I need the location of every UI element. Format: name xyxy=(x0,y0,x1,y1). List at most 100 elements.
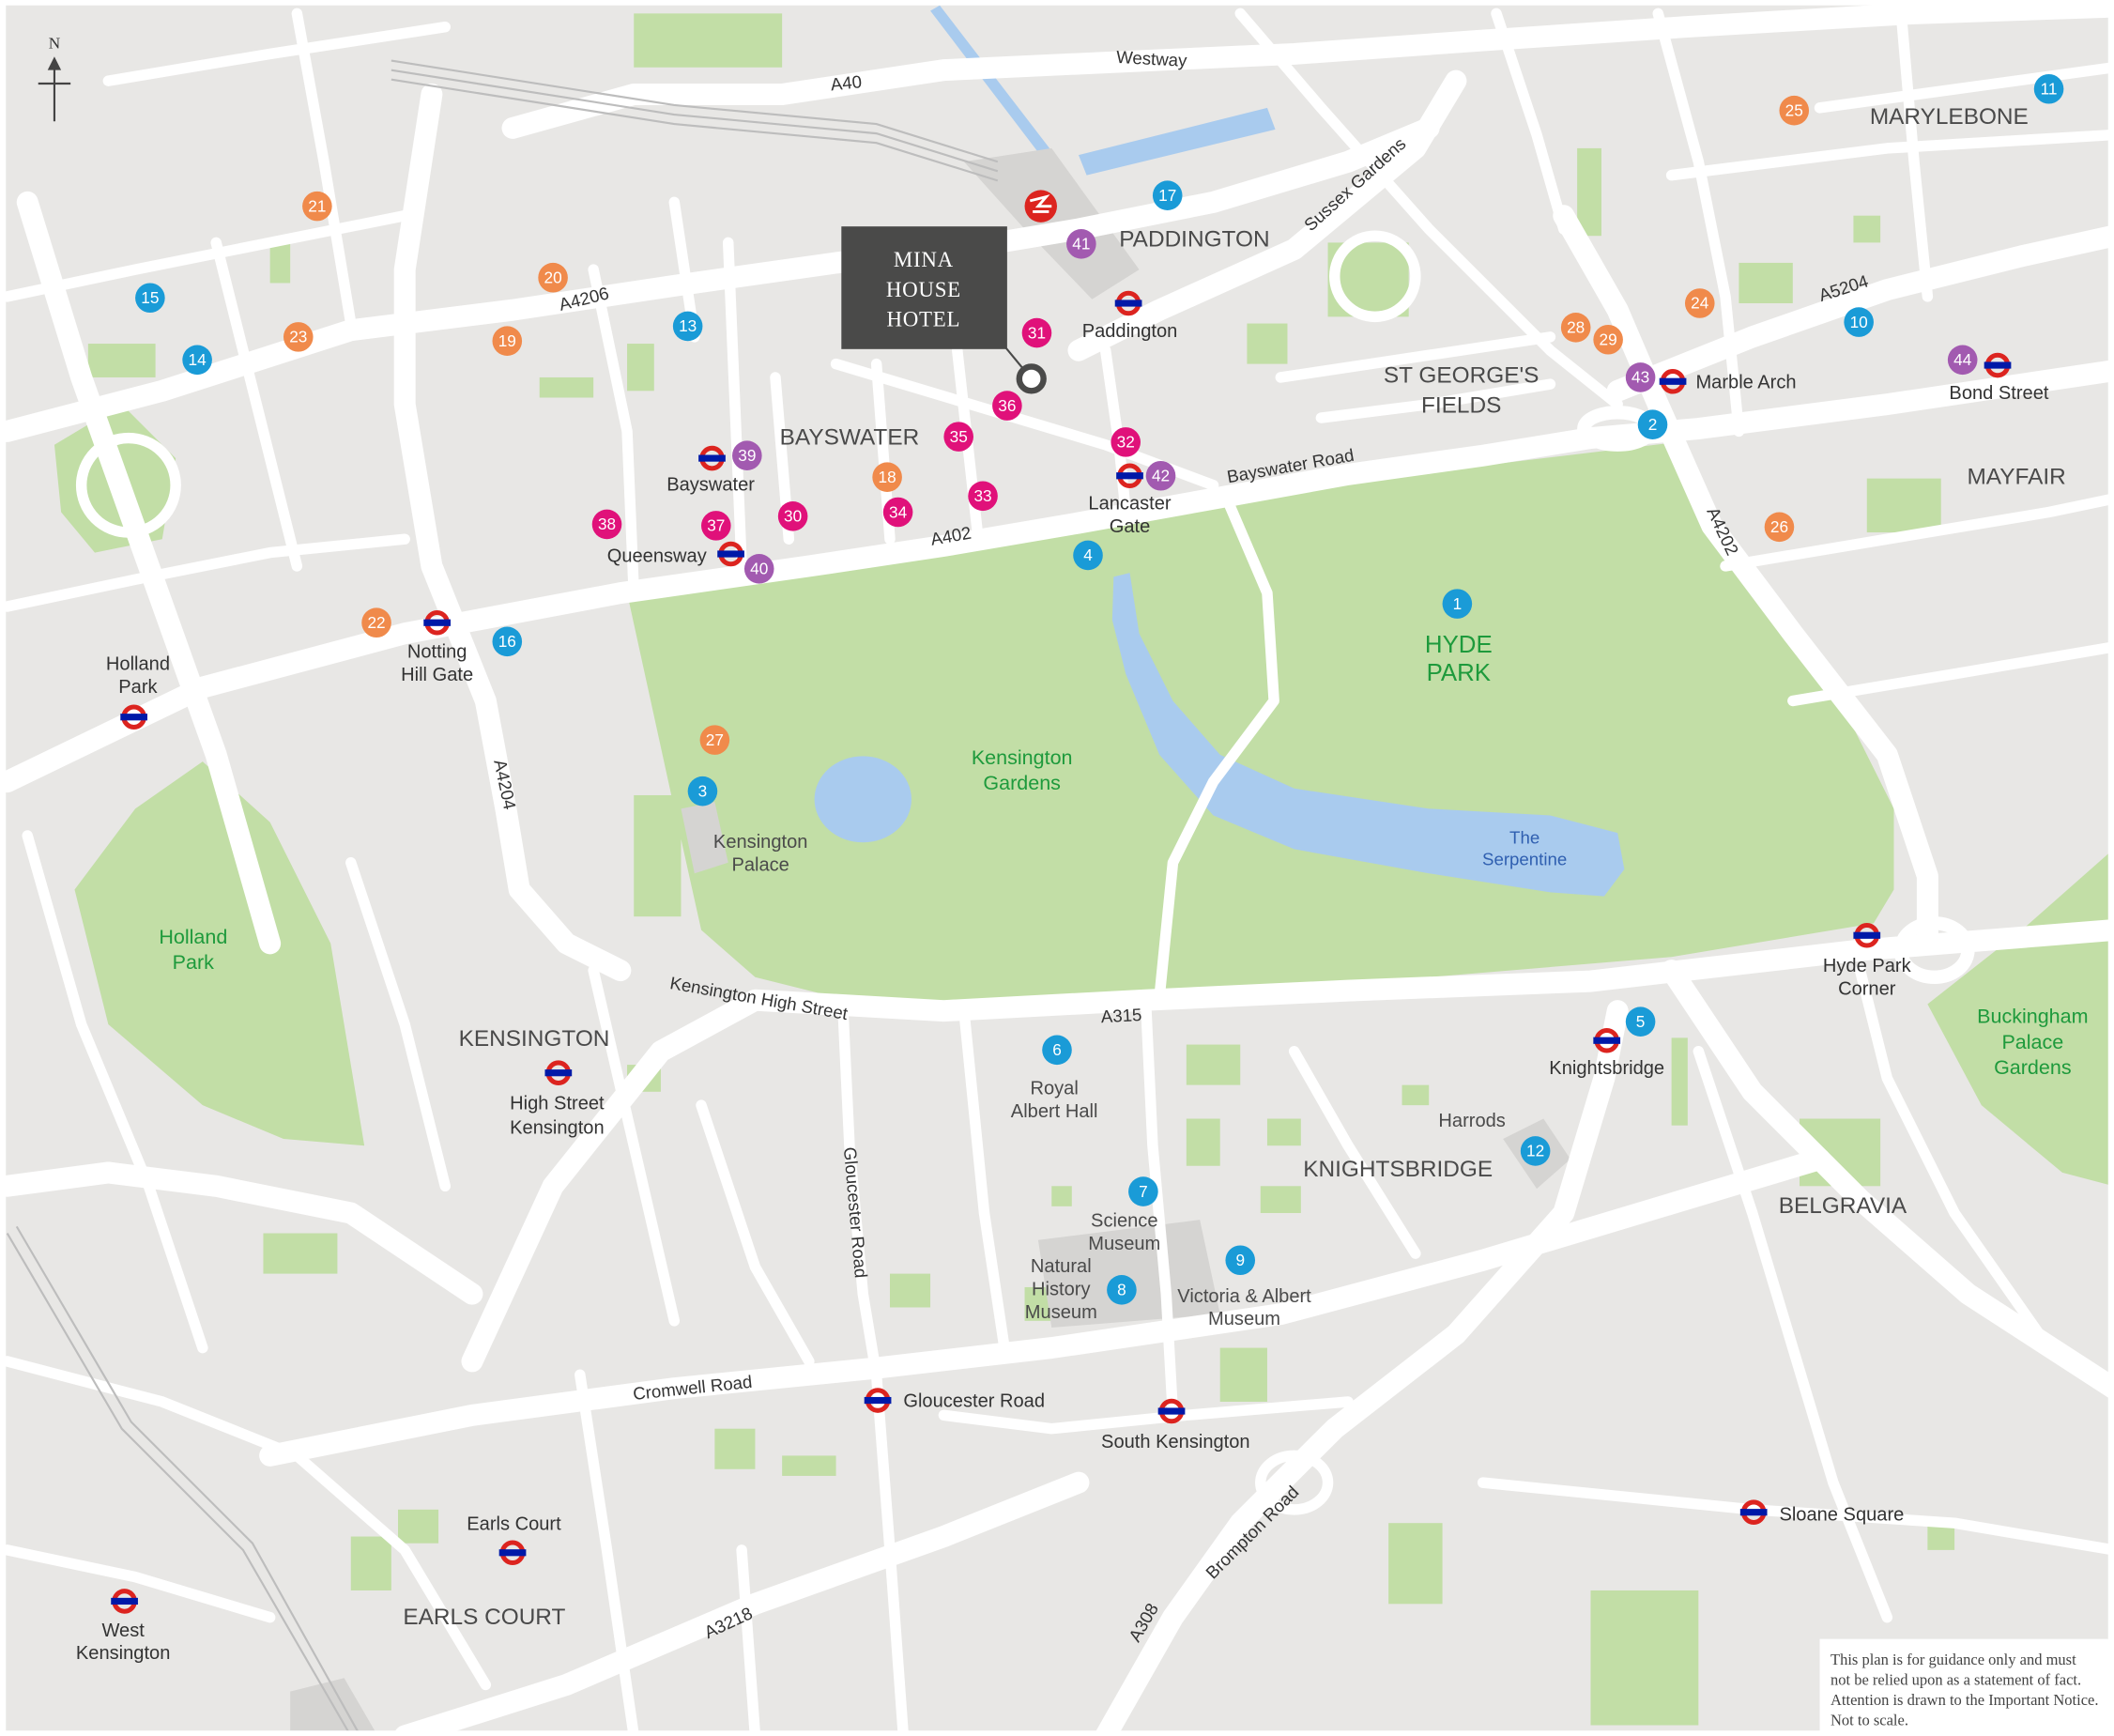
station-label-bayswater: Bayswater xyxy=(666,475,755,496)
marker-13[interactable]: 13 xyxy=(672,311,703,342)
marker-3[interactable]: 3 xyxy=(687,776,718,807)
tube-west-kensington[interactable] xyxy=(111,1589,138,1614)
marker-circle xyxy=(992,391,1022,421)
marker-7[interactable]: 7 xyxy=(1128,1176,1158,1206)
marker-40[interactable]: 40 xyxy=(743,554,774,584)
kensington-palace-building xyxy=(681,802,728,874)
marker-20[interactable]: 20 xyxy=(538,262,568,293)
hotel-name-line2: HOUSE xyxy=(886,278,961,301)
tube-queensway[interactable] xyxy=(717,541,744,567)
water-label-the: The xyxy=(1509,828,1540,848)
marker-19[interactable]: 19 xyxy=(492,326,523,356)
hotel-callout[interactable]: MINA HOUSE HOTEL xyxy=(841,226,1047,394)
marker-34[interactable]: 34 xyxy=(882,497,913,528)
road-queens-gate xyxy=(1141,998,1179,1421)
marker-26[interactable]: 26 xyxy=(1764,512,1795,543)
station-label-notting: Notting xyxy=(407,642,467,663)
museum-buildings xyxy=(1037,1220,1220,1329)
marker-44[interactable]: 44 xyxy=(1947,345,1978,376)
marker-11[interactable]: 11 xyxy=(2033,73,2064,104)
station-label-knightsbridge: Knightsbridge xyxy=(1549,1058,1664,1079)
road-north-east-2 xyxy=(1665,129,2114,181)
tube-earls-court[interactable] xyxy=(498,1540,527,1566)
marker-28[interactable]: 28 xyxy=(1560,313,1591,343)
tube-hyde-park-corner[interactable] xyxy=(1853,922,1881,948)
road-east-knightsbridge xyxy=(1661,960,2114,1400)
roundabout-sussex xyxy=(1328,230,1421,323)
tube-bar-icon xyxy=(1157,1407,1186,1415)
marker-16[interactable]: 16 xyxy=(492,626,523,657)
tube-notting-hill-gate[interactable] xyxy=(423,609,451,636)
water-labels: The Serpentine xyxy=(1482,828,1567,869)
tube-holland-park[interactable] xyxy=(120,704,147,730)
marker-5[interactable]: 5 xyxy=(1625,1006,1656,1037)
station-label-holland: Holland xyxy=(106,653,170,674)
west-green xyxy=(87,344,156,377)
tube-bar-icon xyxy=(864,1396,892,1405)
marker-number: 20 xyxy=(544,268,562,286)
marker-18[interactable]: 18 xyxy=(872,462,902,492)
marker-24[interactable]: 24 xyxy=(1684,288,1715,318)
tube-lancaster-gate[interactable] xyxy=(1116,463,1143,489)
marker-41[interactable]: 41 xyxy=(1066,229,1096,259)
marker-circle xyxy=(1225,1245,1256,1276)
marker-circle xyxy=(1520,1136,1551,1166)
tube-bayswater[interactable] xyxy=(698,445,726,471)
earls-green-2 xyxy=(398,1509,439,1544)
park-label-buckingham-2: Palace xyxy=(2001,1031,2063,1053)
marker-39[interactable]: 39 xyxy=(732,440,762,471)
tube-high-street-kensington[interactable] xyxy=(544,1060,573,1085)
marker-38[interactable]: 38 xyxy=(591,509,622,540)
marker-9[interactable]: 9 xyxy=(1225,1245,1256,1276)
markers-magenta: 30 31 32 33 34 35 36 37 38 xyxy=(591,317,1141,541)
marker-number: 24 xyxy=(1691,294,1709,313)
marker-number: 42 xyxy=(1152,466,1170,484)
marker-31[interactable]: 31 xyxy=(1021,317,1052,348)
marker-42[interactable]: 42 xyxy=(1145,460,1176,491)
marker-1[interactable]: 1 xyxy=(1442,589,1473,619)
tube-south-kensington[interactable] xyxy=(1157,1398,1186,1424)
marker-circle xyxy=(1066,229,1096,259)
road-exhibition xyxy=(958,1005,1010,1354)
tube-paddington[interactable] xyxy=(1114,290,1142,316)
tube-sloane-square[interactable] xyxy=(1739,1499,1768,1525)
marker-circle xyxy=(1111,427,1141,457)
marker-23[interactable]: 23 xyxy=(283,322,314,352)
tube-gloucester-road[interactable] xyxy=(864,1388,892,1413)
marker-33[interactable]: 33 xyxy=(968,481,998,512)
marker-4[interactable]: 4 xyxy=(1073,540,1103,571)
marker-25[interactable]: 25 xyxy=(1779,95,1810,126)
rail-paddington[interactable] xyxy=(1024,190,1057,223)
road-mayfair-1 xyxy=(1720,493,2114,572)
marker-number: 29 xyxy=(1600,330,1617,349)
marker-35[interactable]: 35 xyxy=(943,422,973,452)
marker-circle xyxy=(538,262,568,293)
marker-17[interactable]: 17 xyxy=(1152,180,1183,210)
marker-21[interactable]: 21 xyxy=(302,191,332,222)
marker-27[interactable]: 27 xyxy=(699,725,730,755)
tube-bond-street[interactable] xyxy=(1984,352,2012,378)
marker-8[interactable]: 8 xyxy=(1107,1275,1137,1305)
marker-29[interactable]: 29 xyxy=(1593,324,1623,355)
tube-knightsbridge[interactable] xyxy=(1593,1027,1621,1053)
marker-12[interactable]: 12 xyxy=(1520,1136,1551,1166)
marker-37[interactable]: 37 xyxy=(701,511,731,541)
marker-14[interactable]: 14 xyxy=(182,345,212,376)
roundabout-holland xyxy=(75,432,181,538)
tube-marble-arch[interactable] xyxy=(1659,368,1687,394)
marker-32[interactable]: 32 xyxy=(1111,427,1141,457)
station-label-bond-street: Bond Street xyxy=(1949,383,2048,404)
marker-15[interactable]: 15 xyxy=(135,283,165,314)
marker-circle xyxy=(672,311,703,342)
marker-30[interactable]: 30 xyxy=(777,501,808,531)
marker-10[interactable]: 10 xyxy=(1844,307,1874,337)
marker-22[interactable]: 22 xyxy=(361,607,391,638)
marker-36[interactable]: 36 xyxy=(992,391,1022,421)
marker-2[interactable]: 2 xyxy=(1637,409,1668,439)
station-label-queensway: Queensway xyxy=(607,546,707,567)
marker-43[interactable]: 43 xyxy=(1625,362,1656,392)
district-label-belgravia: BELGRAVIA xyxy=(1779,1193,1907,1219)
marker-6[interactable]: 6 xyxy=(1042,1035,1072,1066)
